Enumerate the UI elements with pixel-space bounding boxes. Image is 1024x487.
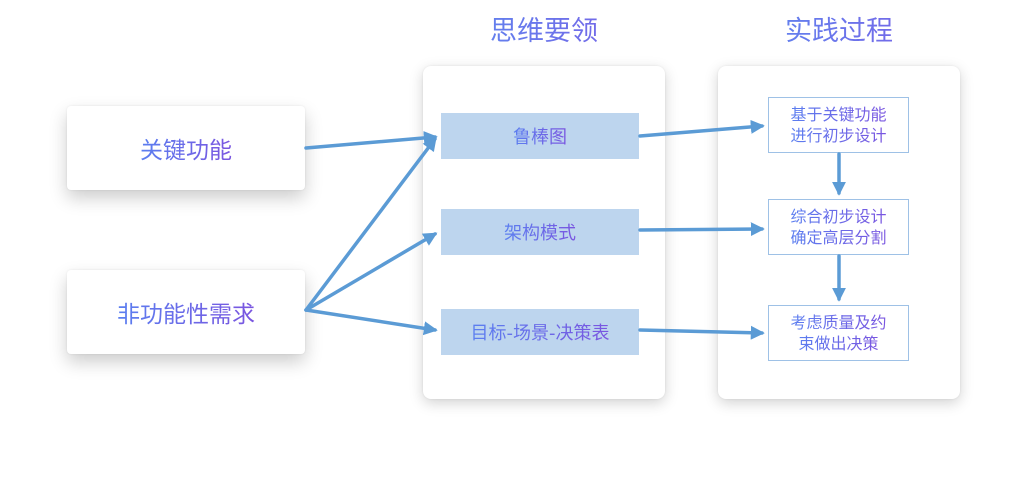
goal-scenario-decision-box: 目标-场景-决策表 <box>441 309 639 355</box>
robustness-diagram-box: 鲁棒图 <box>441 113 639 159</box>
step-2-line-2: 确定高层分割 <box>790 228 887 247</box>
goal-scenario-decision-label: 目标-场景-决策表 <box>471 319 610 345</box>
arrow-nonfn-to-robustness <box>304 136 437 312</box>
non-functional-label: 非功能性需求 <box>117 295 255 329</box>
architecture-pattern-box: 架构模式 <box>441 209 639 255</box>
arrow-robustness-to-step1 <box>638 119 765 138</box>
step-1-line-2: 进行初步设计 <box>790 126 887 145</box>
step-1-line-1: 基于关键功能 <box>790 105 887 124</box>
step-initial-design: 基于关键功能 进行初步设计 <box>768 97 909 153</box>
non-functional-card: 非功能性需求 <box>67 270 305 354</box>
heading-practice-process: 实践过程 <box>718 12 960 52</box>
architecture-pattern-label: 架构模式 <box>504 219 576 245</box>
step-2-line-1: 综合初步设计 <box>790 207 887 226</box>
arrow-pattern-to-step2 <box>638 222 765 237</box>
step-high-level-partition: 综合初步设计 确定高层分割 <box>768 199 909 255</box>
key-functions-label: 关键功能 <box>140 131 232 165</box>
step-3-line-1: 考虑质量及约 <box>790 313 887 332</box>
arrow-nonfn-to-table <box>304 308 438 336</box>
step-3-line-2: 束做出决策 <box>798 334 879 353</box>
arrow-nonfn-to-pattern <box>304 232 438 312</box>
arrow-table-to-step3 <box>638 325 765 340</box>
key-functions-card: 关键功能 <box>67 106 305 190</box>
arrow-key-to-robustness <box>304 130 438 150</box>
step-quality-decision: 考虑质量及约 束做出决策 <box>768 305 909 361</box>
heading-thinking-essentials: 思维要领 <box>423 12 665 52</box>
robustness-label: 鲁棒图 <box>513 123 567 149</box>
